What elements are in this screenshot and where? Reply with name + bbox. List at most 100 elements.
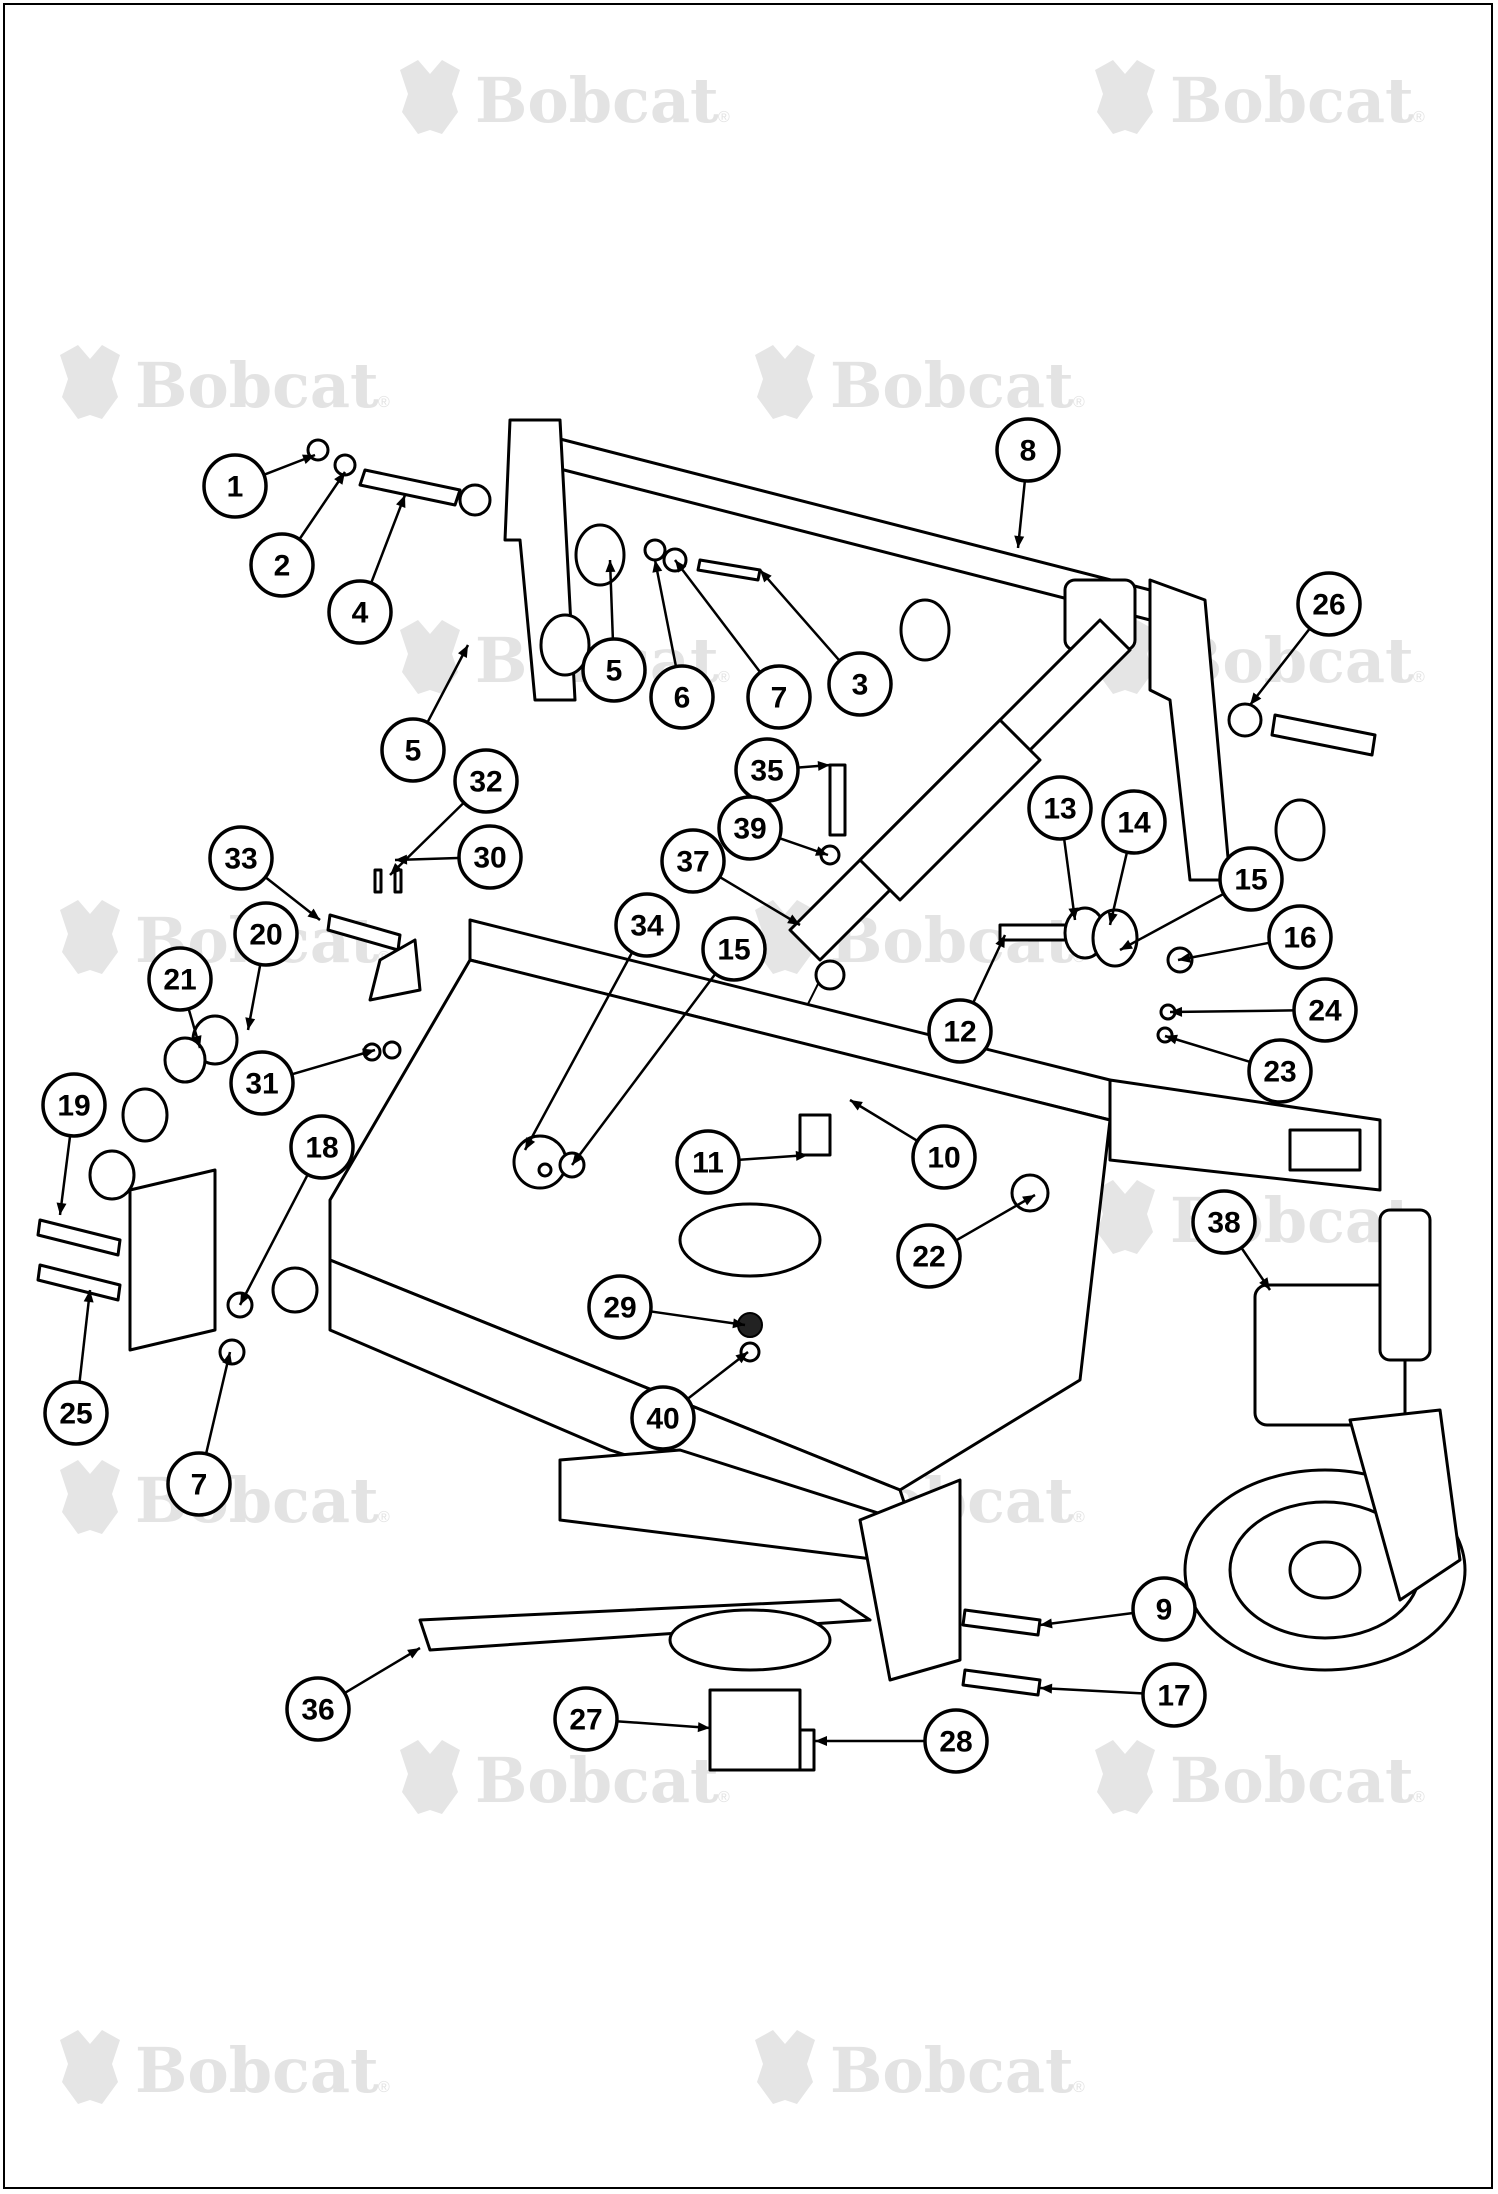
bobcat-logo-icon [1095, 1180, 1155, 1254]
leader-arrowhead [795, 1150, 808, 1161]
callout: 33 [208, 825, 321, 921]
svg-text:Bobcat: Bobcat [1170, 64, 1414, 137]
leader-arrowhead [395, 854, 408, 865]
leader-line [344, 1646, 421, 1694]
leader-line [1249, 628, 1311, 706]
leader-arrowhead [1170, 1006, 1183, 1017]
leader-arrowhead [817, 760, 830, 771]
leader-arrowhead [735, 1352, 748, 1364]
callout-label: 20 [249, 919, 282, 952]
callout-circle [630, 1385, 696, 1451]
leader-line [759, 569, 840, 661]
callout-label: 19 [57, 1090, 90, 1123]
callout-circle [1191, 1189, 1257, 1255]
callout: 31 [229, 1048, 376, 1116]
callout: 34 [523, 892, 680, 1151]
callout: 29 [587, 1274, 746, 1340]
callout-label: 4 [352, 597, 369, 630]
callout-circle [229, 1050, 295, 1116]
callout-label: 8 [1020, 435, 1037, 468]
callout-circle [327, 579, 393, 645]
callout: 23 [1164, 1034, 1313, 1104]
leader-arrowhead [390, 863, 403, 875]
bobcat-watermark: Bobcat® [1095, 620, 1425, 697]
callout-label: 27 [569, 1704, 602, 1737]
callout-circle [587, 1274, 653, 1340]
leader-arrowhead [815, 846, 828, 856]
leader-arrowhead [1259, 1277, 1270, 1290]
leader-line [1119, 893, 1224, 952]
callout: 24 [1169, 977, 1358, 1043]
callout-circle [553, 1686, 619, 1752]
callout-label: 36 [301, 1694, 334, 1727]
callout-circle [1247, 1038, 1313, 1104]
callout-label: 15 [717, 934, 750, 967]
bobcat-logo-icon [60, 1460, 120, 1534]
callout: 2 [249, 471, 347, 598]
bobcat-logo-icon [60, 2030, 120, 2104]
callout-circle [453, 748, 519, 814]
bobcat-watermark: Bobcat® [400, 1740, 730, 1817]
callout-label: 25 [59, 1398, 92, 1431]
leader-arrowhead [787, 914, 800, 925]
leader-line [608, 559, 615, 639]
callout-label: 14 [1117, 807, 1151, 840]
callout: 3 [759, 569, 893, 717]
bobcat-logo-icon [60, 900, 120, 974]
callout-circle [911, 1124, 977, 1190]
callout: 28 [815, 1708, 989, 1774]
leader-arrowhead [56, 1202, 67, 1215]
leader-line [674, 559, 761, 673]
leader-line [292, 1048, 376, 1076]
leader-arrowhead [1014, 535, 1025, 548]
caster-wheel [1183, 1208, 1467, 1672]
leader-arrowhead [652, 560, 663, 573]
callout: 1 [202, 453, 316, 519]
leader-line [370, 494, 407, 583]
svg-text:®: ® [718, 109, 730, 126]
bobcat-logo-icon [755, 2030, 815, 2104]
leader-arrowhead [760, 570, 772, 583]
leader-arrowhead [458, 645, 468, 658]
callout-label: 30 [473, 842, 506, 875]
callout: 8 [995, 417, 1061, 549]
callout-circle [896, 1223, 962, 1289]
leader-line [1108, 852, 1128, 926]
svg-text:®: ® [378, 2079, 390, 2096]
leader-line [58, 1136, 72, 1216]
callout-label: 13 [1043, 793, 1076, 826]
leader-arrowhead [362, 1048, 375, 1059]
leader-line [956, 1193, 1036, 1242]
callout-circle [202, 453, 268, 519]
leader-line [426, 644, 470, 723]
leader-line [1169, 1009, 1294, 1014]
callout-circle [208, 825, 274, 891]
svg-text:Bobcat: Bobcat [135, 2034, 379, 2107]
callout-label: 7 [771, 682, 788, 715]
callout-circle [43, 1380, 109, 1446]
leader-arrowhead [697, 1722, 710, 1733]
svg-text:®: ® [1413, 1789, 1425, 1806]
blade-assembly [418, 1448, 962, 1772]
callout-circle [923, 1708, 989, 1774]
leader-arrowhead [191, 1035, 202, 1048]
leader-arrowhead [1178, 952, 1191, 963]
callout: 5 [581, 559, 647, 703]
callout-label: 22 [912, 1241, 945, 1274]
callout-label: 7 [191, 1469, 208, 1502]
leader-arrowhead [995, 935, 1005, 948]
callout: 10 [849, 1098, 977, 1190]
svg-text:®: ® [1073, 394, 1085, 411]
bobcat-watermark: Bobcat® [60, 2030, 390, 2107]
callout: 6 [649, 559, 715, 730]
svg-text:Bobcat: Bobcat [1170, 1744, 1414, 1817]
callout-circle [1141, 1662, 1207, 1728]
bobcat-logo-icon [400, 60, 460, 134]
leader-line [238, 1174, 309, 1306]
bobcat-logo-icon [755, 345, 815, 419]
callout: 7 [674, 559, 812, 730]
callout-circle [289, 1114, 355, 1180]
lift-link [759, 618, 1132, 1101]
callout: 17 [1039, 1662, 1207, 1728]
